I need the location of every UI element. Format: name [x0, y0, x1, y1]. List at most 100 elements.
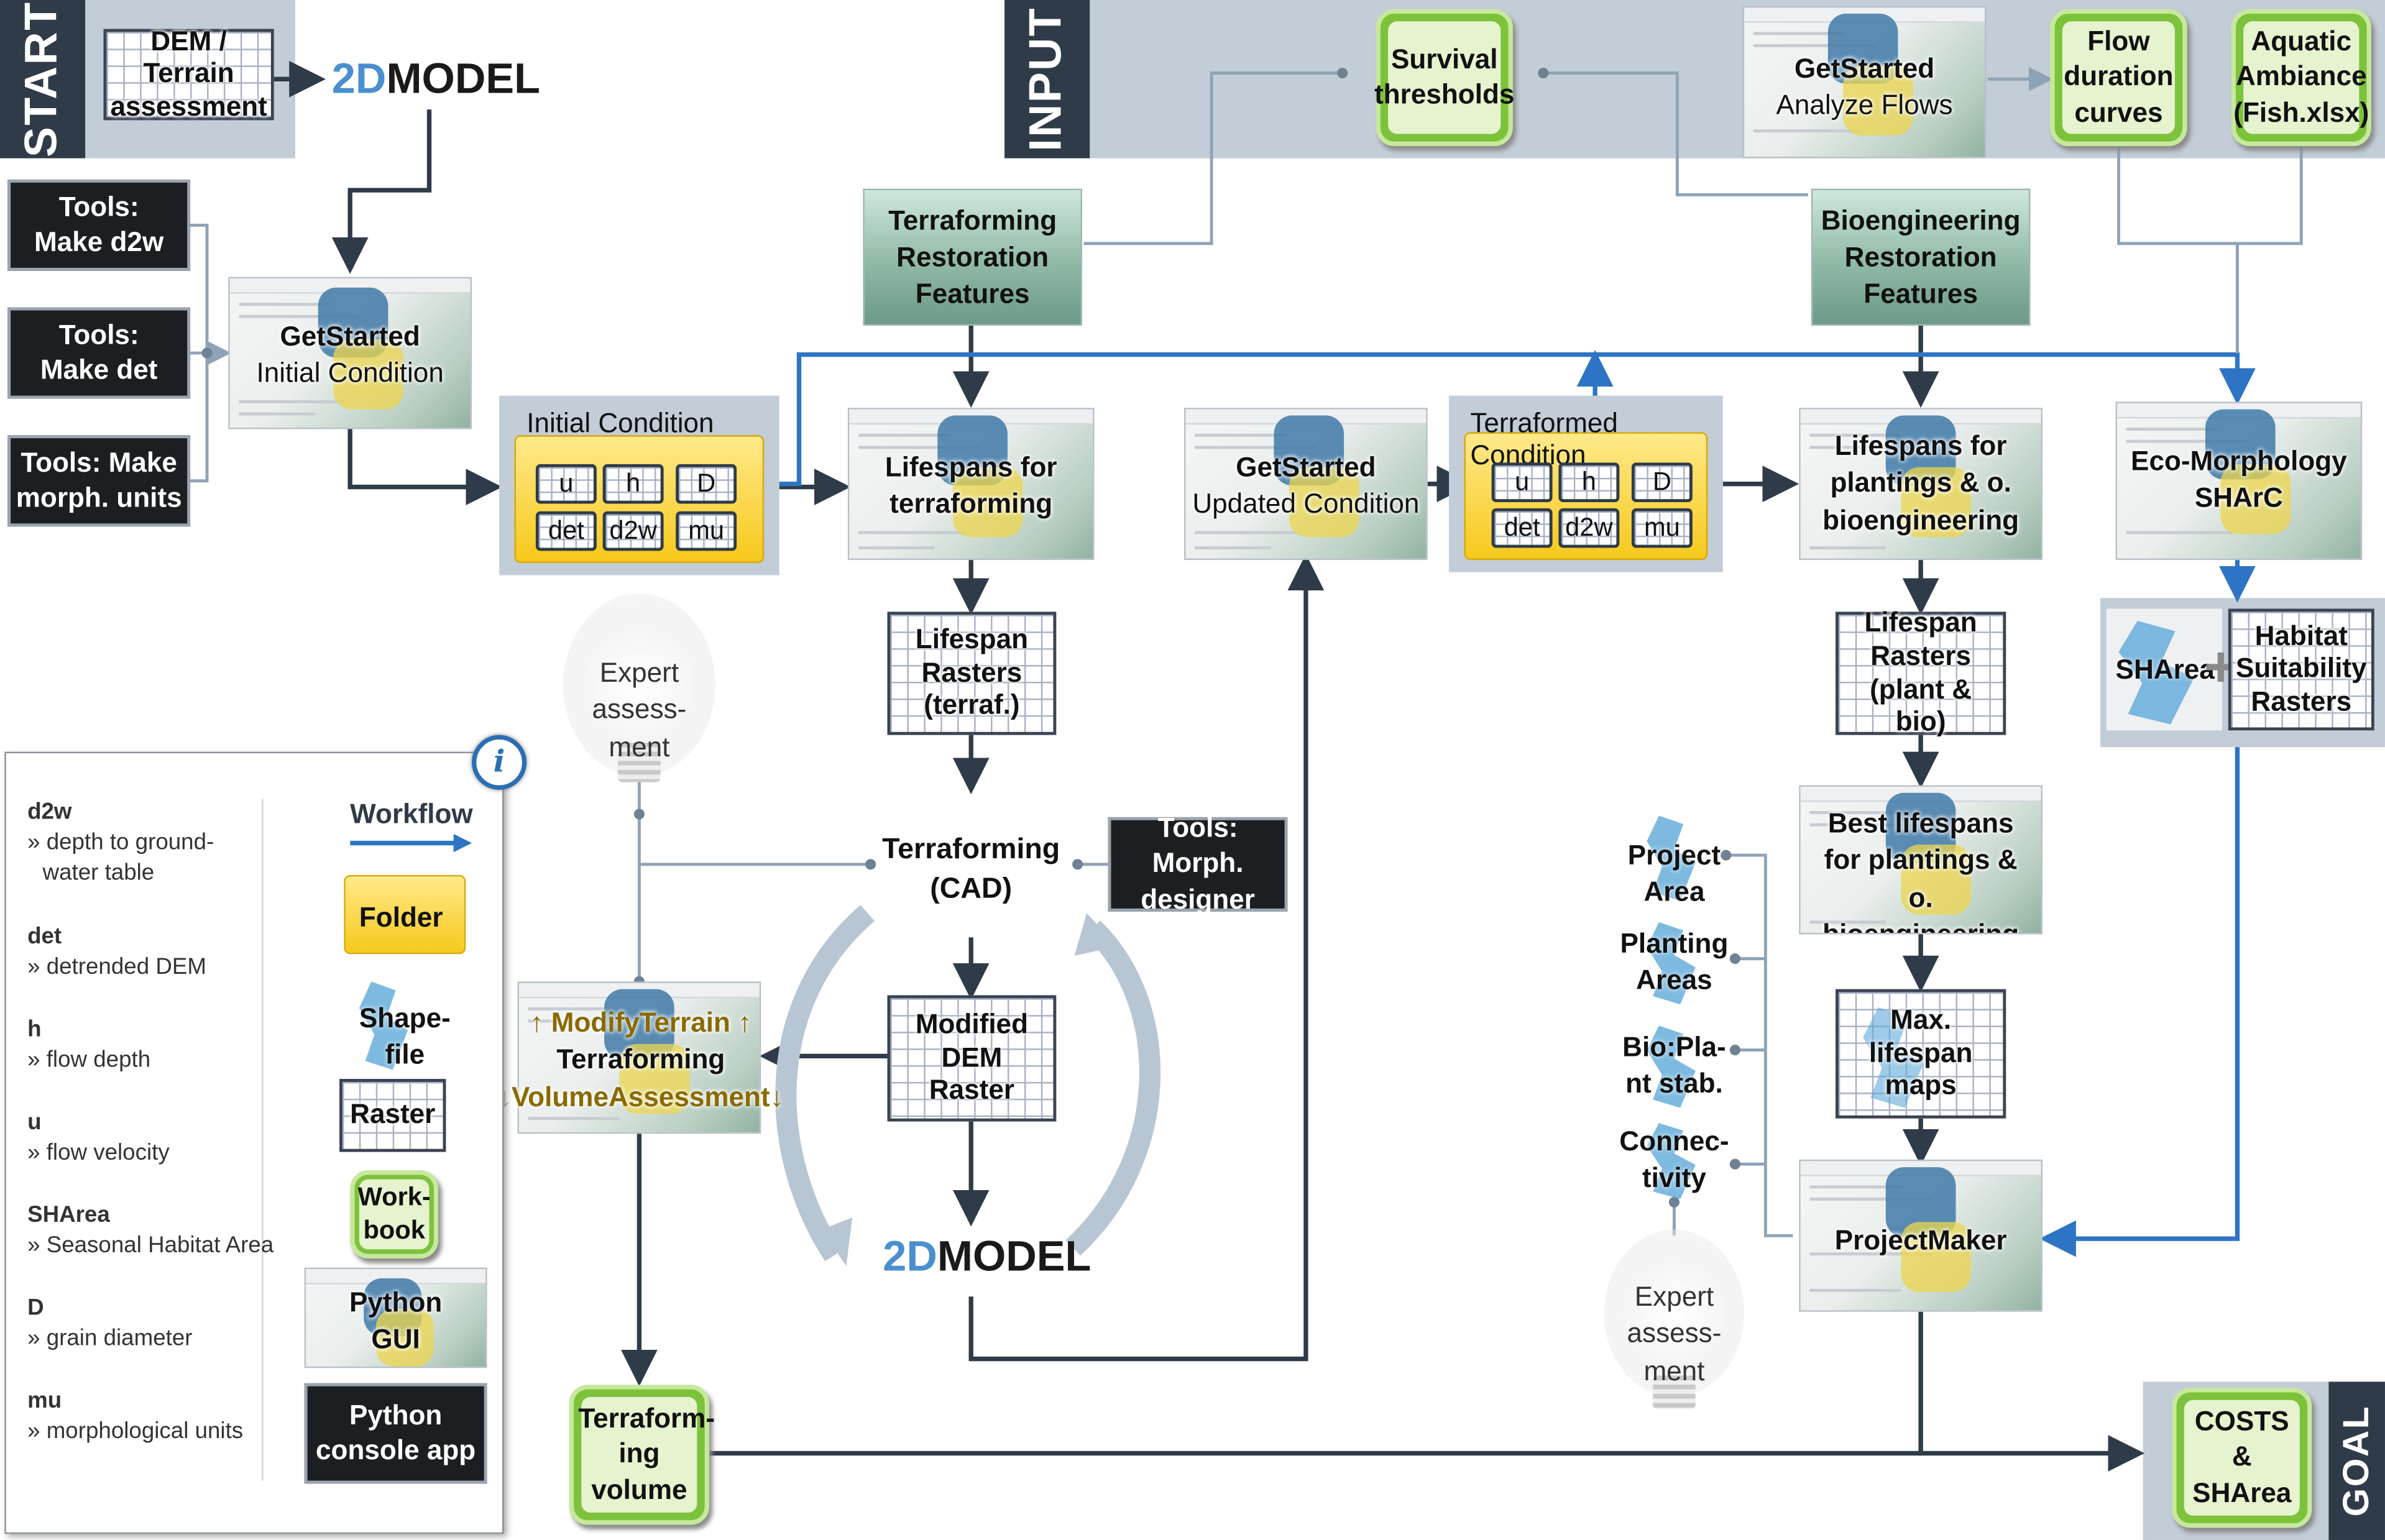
tools-morph-designer[interactable]: Tools: Morph. designer: [1108, 812, 1288, 914]
terraformed-cell-d2w: d2w: [1558, 508, 1620, 548]
tools-make-det-label: Tools: Make det: [40, 319, 158, 385]
model2d-center: 2DMODEL: [883, 1232, 1091, 1281]
legend-key-u: u: [27, 1109, 42, 1135]
aquatic-ambiance-workbook[interactable]: Aquatic Ambiance (Fish.xlsx): [2231, 9, 2371, 147]
flow-duration-curves-workbook[interactable]: Flow duration curves: [2050, 9, 2187, 147]
legend-python-gui-label: Python GUI app: [349, 1287, 443, 1367]
legend-key-d2w: d2w: [27, 799, 72, 825]
planting-areas-shapefile: Planting Areas: [1616, 919, 1732, 1011]
python-logo-icon: [2220, 464, 2291, 534]
bioengineering-restoration-features: Bioengineering Restoration Features: [1811, 188, 2031, 326]
input-label: INPUT: [1004, 0, 1090, 158]
project-area-label: Project Area: [1627, 840, 1721, 908]
bioplant-stab-label: Bio:Pla-nt stab.: [1622, 1032, 1726, 1099]
dem-terrain-raster: DEM / Terrain assessment: [103, 25, 274, 122]
tools-make-morph-units[interactable]: Tools: Make morph. units: [7, 435, 191, 527]
python-logo-icon: [1901, 1222, 1971, 1292]
legend-key-mu: mu: [27, 1388, 62, 1414]
modifyterrain-text: ↑ ModifyTerrain ↑ Terraforming ↓VolumeAs…: [496, 1004, 785, 1115]
planting-areas-label: Planting Areas: [1620, 928, 1729, 996]
survival-label: Survival thresholds: [1374, 44, 1515, 110]
costs-sharea-workbook[interactable]: COSTS & SHArea: [2172, 1388, 2312, 1528]
legend-val-det: » detrended DEM: [27, 954, 206, 980]
terraforming-volume-workbook[interactable]: Terraform-ing volume: [569, 1385, 715, 1525]
habitat-rasters-label: Habitat Suitability Rasters: [2235, 620, 2367, 717]
legend-divider: [262, 799, 264, 1481]
legend-key-h: h: [27, 1016, 42, 1043]
bioengineering-features-label: Bioengineering Restoration Features: [1821, 204, 2021, 309]
terraformed-cell-mu: mu: [1631, 508, 1693, 548]
terraforming-cad-label: Terraforming (CAD): [882, 833, 1060, 905]
initial-cell-h: h: [602, 464, 664, 504]
survival-thresholds-workbook[interactable]: Survival thresholds: [1374, 9, 1515, 147]
legend-python-gui-icon: Python GUI app: [304, 1267, 487, 1368]
python-logo-icon: [333, 339, 403, 410]
max-lifespan-maps: Max. lifespan maps: [1836, 989, 2006, 1119]
initial-cell-D: D: [676, 464, 737, 504]
dem-terrain-label: DEM / Terrain assessment: [110, 25, 267, 122]
initial-cell-det: det: [535, 511, 597, 551]
legend-workflow-label: Workflow: [350, 799, 473, 830]
tools-morph-designer-label: Tools: Morph. designer: [1141, 812, 1255, 914]
getstarted-analyze-normal: Analyze Flows: [1776, 90, 1953, 121]
lifespans-plantings-app[interactable]: Lifespans for plantings & o. bioengineer…: [1799, 408, 2043, 561]
ecomorph-label: Eco-Morphology SHArC: [2131, 446, 2347, 513]
lightbulb-icon: Expert assess-ment: [563, 593, 715, 782]
lightbulb-icon: Expert assess-ment: [1604, 1229, 1745, 1409]
python-logo-icon: [952, 467, 1023, 538]
model2d-center-suffix: MODEL: [937, 1232, 1091, 1280]
terraforming-restoration-features: Terraforming Restoration Features: [863, 188, 1082, 326]
legend-val-sharea: » Seasonal Habitat Area: [27, 1232, 274, 1258]
modifyterrain-app[interactable]: [517, 981, 761, 1134]
python-logo-icon: [375, 1308, 434, 1367]
legend-val2-d2w: water table: [42, 859, 155, 886]
modified-dem-label: Modified DEM Raster: [915, 1009, 1029, 1106]
legend-python-console-icon: Python console app: [304, 1383, 487, 1484]
connectivity-shapefile: Connec-tivity: [1616, 1120, 1732, 1205]
legend-val-d2w: » depth to ground-: [27, 829, 214, 856]
lifespan-rasters-plant-label: Lifespan Rasters (plant & bio): [1864, 607, 1977, 737]
legend-key-det: det: [27, 924, 62, 950]
cycle-arrow-left: [775, 905, 875, 1262]
best-lifespans-app[interactable]: Best lifespans for plantings & o. bioeng…: [1799, 785, 2043, 935]
lifespan-rasters-terraf-label: Lifespan Rasters (terraf.): [915, 624, 1029, 720]
info-icon[interactable]: i: [472, 735, 527, 790]
initial-cell-mu: mu: [676, 511, 737, 551]
getstarted-analyze-bold: GetStarted: [1794, 53, 1935, 84]
legend-workbook-label: Work-book: [357, 1182, 431, 1245]
model2d-suffix: MODEL: [386, 55, 541, 103]
initial-condition-box: Initial Condition u h D det d2w mu: [499, 395, 779, 575]
terraforming-volume-label: Terraform-ing volume: [578, 1403, 715, 1505]
python-logo-icon: [1901, 467, 1971, 538]
terraforming-features-label: Terraforming Restoration Features: [888, 204, 1057, 309]
legend-workbook-icon: Work-book: [350, 1170, 439, 1258]
bioplant-stab-shapefile: Bio:Pla-nt stab.: [1616, 1022, 1732, 1114]
lifespans-terraforming-app[interactable]: Lifespans for terraforming: [847, 408, 1095, 561]
max-lifespan-label: Max. lifespan maps: [1868, 1004, 1973, 1101]
tools-make-d2w[interactable]: Tools: Make d2w: [7, 179, 191, 271]
tools-make-morph-label: Tools: Make morph. units: [16, 446, 182, 513]
legend-val-mu: » morphological units: [27, 1418, 244, 1444]
tools-make-det[interactable]: Tools: Make det: [7, 307, 191, 399]
projectmaker-app[interactable]: ProjectMaker: [1799, 1159, 2043, 1312]
ecomorphology-sharc-app[interactable]: Eco-Morphology SHArC: [2115, 401, 2363, 561]
terraformed-cell-u: u: [1491, 462, 1553, 503]
costs-sharea-label: COSTS & SHArea: [2192, 1406, 2292, 1508]
modifyterrain-line3: ↓VolumeAssessment↓: [497, 1081, 784, 1112]
modified-dem-raster: Modified DEM Raster: [887, 995, 1057, 1122]
sharea-shapefile: SHArea: [2106, 608, 2222, 731]
legend-val-u: » flow velocity: [27, 1140, 170, 1166]
legend-val-h: » flow depth: [27, 1047, 151, 1073]
getstarted-initial-bold: GetStarted: [280, 321, 420, 352]
terraformed-cell-D: D: [1631, 462, 1693, 503]
expert-assessment-label-2: Expert assess-ment: [1627, 1281, 1722, 1386]
expert-assessment-label-1: Expert assess-ment: [592, 657, 687, 762]
terraformed-cell-h: h: [1558, 462, 1620, 503]
python-logo-icon: [1289, 467, 1359, 538]
terraformed-cell-det: det: [1491, 508, 1553, 548]
legend-val-D: » grain diameter: [27, 1325, 193, 1352]
projectmaker-label: ProjectMaker: [1834, 1225, 2007, 1256]
